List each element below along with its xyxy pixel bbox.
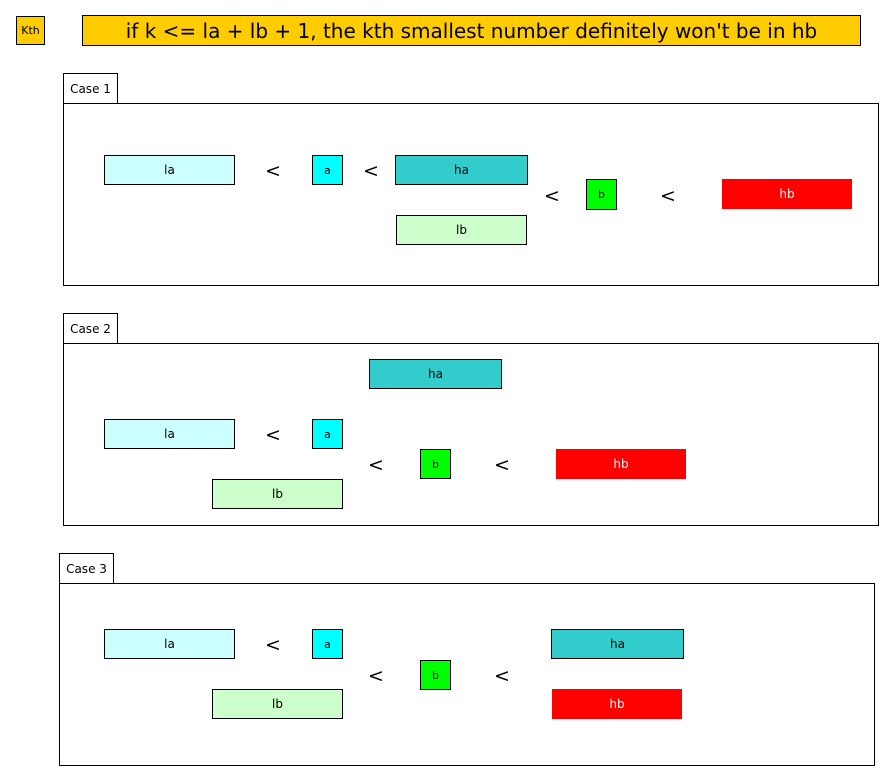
case-1-less-than-3: < xyxy=(544,185,560,207)
case-3-less-than-3: < xyxy=(494,665,510,687)
case-1-b-box: b xyxy=(586,179,617,210)
kth-tag: Kth xyxy=(16,16,45,45)
case-3-b-box: b xyxy=(420,660,451,690)
case-3-ha-box: ha xyxy=(551,629,684,659)
case-2-label: Case 2 xyxy=(63,313,118,343)
case-1-a-box: a xyxy=(312,155,343,185)
case-2-hb-box: hb xyxy=(556,449,686,479)
case-2-a-box: a xyxy=(312,419,343,449)
case-3-less-than-2: < xyxy=(368,665,384,687)
case-2-less-than-1: < xyxy=(265,424,281,446)
headline: if k <= la + lb + 1, the kth smallest nu… xyxy=(82,15,861,46)
case-2-la-box: la xyxy=(104,419,235,449)
case-1-less-than-2: < xyxy=(363,160,379,182)
case-2-ha-box: ha xyxy=(369,359,502,389)
case-3-less-than-1: < xyxy=(265,634,281,656)
case-1-lb-box: lb xyxy=(396,215,527,245)
case-1-label: Case 1 xyxy=(63,73,118,103)
case-1-ha-box: ha xyxy=(395,155,528,185)
case-3-lb-box: lb xyxy=(212,689,343,719)
case-3-a-box: a xyxy=(312,629,343,659)
case-2-lb-box: lb xyxy=(212,479,343,509)
case-3-frame xyxy=(59,583,875,766)
case-3-label: Case 3 xyxy=(59,553,114,583)
case-2-less-than-3: < xyxy=(494,454,510,476)
case-2-b-box: b xyxy=(420,449,451,479)
case-3-la-box: la xyxy=(104,629,235,659)
case-3-hb-box: hb xyxy=(552,689,682,719)
case-1-hb-box: hb xyxy=(722,179,852,209)
case-1-less-than-4: < xyxy=(660,185,676,207)
case-1-la-box: la xyxy=(104,155,235,185)
case-1-less-than-1: < xyxy=(265,160,281,182)
case-2-less-than-2: < xyxy=(368,454,384,476)
